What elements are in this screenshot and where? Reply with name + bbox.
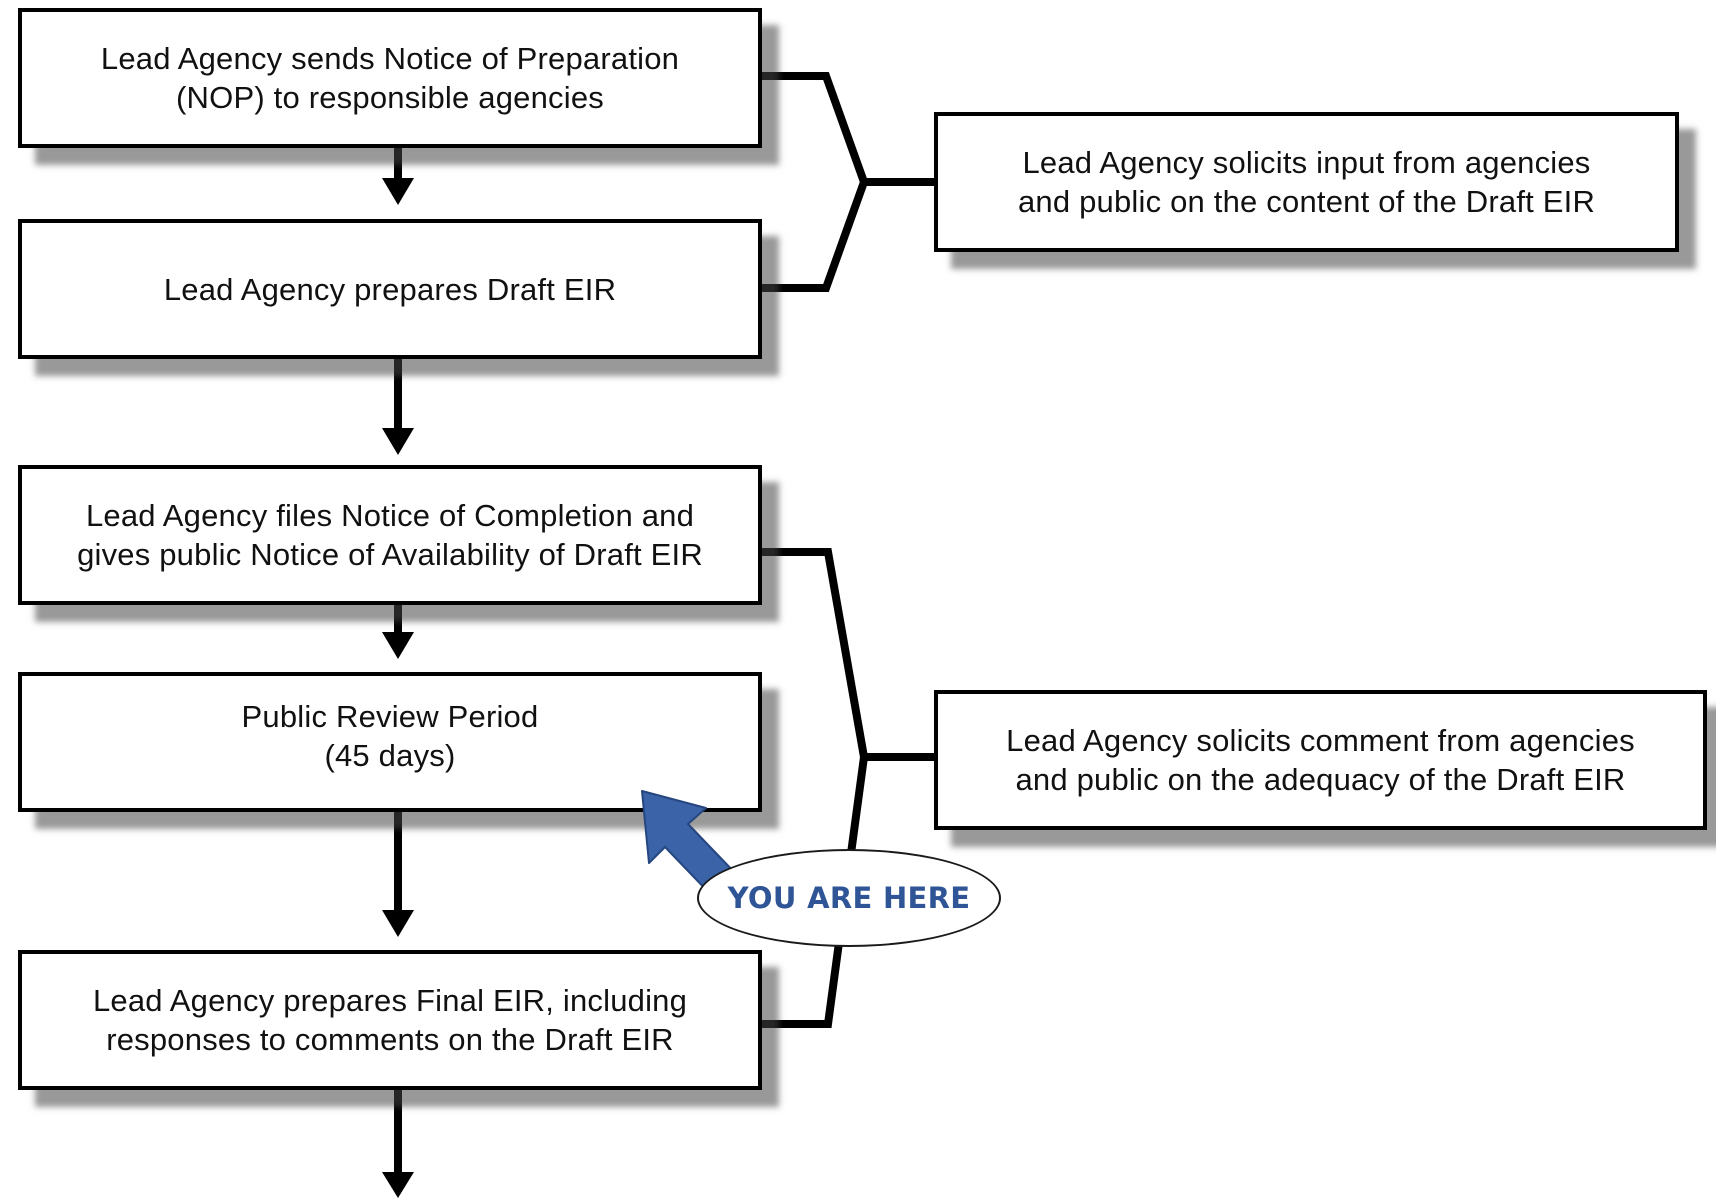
step-line-1: Lead Agency prepares Draft EIR <box>163 271 617 307</box>
you-are-here-callout: YOU ARE HERE <box>697 849 1001 947</box>
side-note-line-1: Lead Agency solicits input from agencies <box>1022 145 1591 180</box>
step-line-2: gives public Notice of Availability of D… <box>77 537 703 572</box>
side-note-solicit-comment: Lead Agency solicits comment from agenci… <box>934 690 1707 830</box>
step-line-2: responses to comments on the Draft EIR <box>106 1022 674 1057</box>
flow-arrowhead-1 <box>382 178 414 205</box>
step-line-2: (NOP) to responsible agencies <box>176 80 604 115</box>
side-note-text: Lead Agency solicits comment from agenci… <box>1006 721 1635 799</box>
flow-arrowhead-4 <box>382 910 414 937</box>
side-note-line-2: and public on the content of the Draft E… <box>1017 184 1596 219</box>
flow-arrowhead-5 <box>382 1172 414 1198</box>
side-note-line-1: Lead Agency solicits comment from agenci… <box>1006 723 1635 758</box>
step-line-1: Public Review Period <box>241 699 539 734</box>
step-line-1: Lead Agency sends Notice of Preparation <box>100 41 680 76</box>
callout-label: YOU ARE HERE <box>727 881 971 915</box>
step-text: Public Review Period (45 days) <box>242 697 539 775</box>
side-note-text: Lead Agency solicits input from agencies… <box>1018 143 1595 221</box>
side-note-solicit-input: Lead Agency solicits input from agencies… <box>934 112 1679 252</box>
flow-arrowhead-3 <box>382 632 414 659</box>
step-line-2: (45 days) <box>324 738 456 773</box>
step-text: Lead Agency prepares Final EIR, includin… <box>93 981 687 1059</box>
step-line-1: Lead Agency files Notice of Completion a… <box>85 498 695 533</box>
side-note-line-2: and public on the adequacy of the Draft … <box>1015 762 1626 797</box>
step-prepare-final-eir: Lead Agency prepares Final EIR, includin… <box>18 950 762 1090</box>
step-prepare-draft-eir: Lead Agency prepares Draft EIR <box>18 219 762 359</box>
step-notice-of-completion: Lead Agency files Notice of Completion a… <box>18 465 762 605</box>
step-text: Lead Agency sends Notice of Preparation … <box>101 39 679 117</box>
step-text: Lead Agency files Notice of Completion a… <box>77 496 703 574</box>
flow-arrowhead-2 <box>382 428 414 455</box>
step-line-1: Lead Agency prepares Final EIR, includin… <box>92 983 688 1018</box>
step-text: Lead Agency prepares Draft EIR <box>164 270 616 309</box>
step-public-review-period: Public Review Period (45 days) <box>18 672 762 812</box>
step-send-nop: Lead Agency sends Notice of Preparation … <box>18 8 762 148</box>
